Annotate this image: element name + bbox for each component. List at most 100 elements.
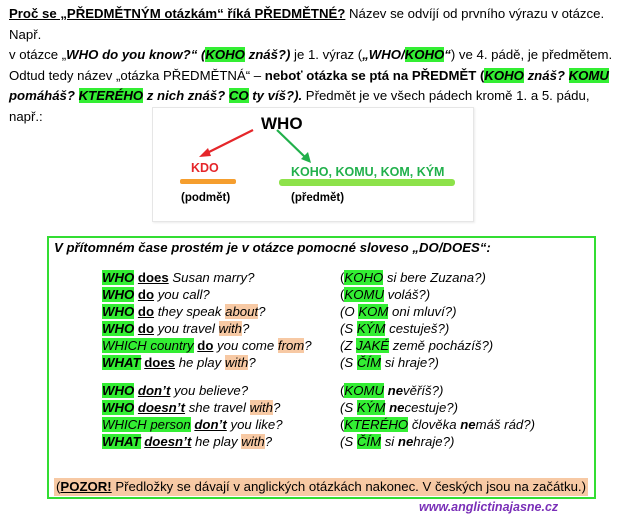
sentence-segment: ČÍM <box>356 355 382 370</box>
intro-text: „WHO/ <box>362 47 405 62</box>
intro-text: neboť otázka se ptá na PŘEDMĚT ( <box>264 67 485 83</box>
sentence-segment: KOMU <box>344 287 384 302</box>
sentence-segment: JAKÉ <box>356 338 390 353</box>
sentence-segment: věříš?) <box>403 383 444 398</box>
sentence-segment: ( <box>340 287 345 302</box>
sentence-segment: does <box>137 270 169 285</box>
en-sentence: WHO do you travel with? <box>102 320 249 338</box>
underline-lime <box>279 179 455 186</box>
sentence-segment: with <box>218 321 242 336</box>
sentence-segment: člověka <box>408 417 461 432</box>
sentence-segment: with <box>224 355 249 370</box>
sentence-segment: you travel <box>154 321 219 336</box>
sentence-segment: ? <box>248 355 256 370</box>
intro-paragraph: Proč se „PŘEDMĚTNÝM otázkám“ říká PŘEDMĚ… <box>9 4 625 127</box>
intro-highlight: KOHO <box>205 47 245 62</box>
cz-sentence: (S ČÍM si hraje?) <box>340 354 439 372</box>
sentence-segment: ? <box>264 434 273 449</box>
sentence-segment: you call? <box>154 287 210 302</box>
note: (POZOR! Předložky se dávají v anglických… <box>54 478 588 496</box>
sentence-segment: ? <box>273 400 281 415</box>
sentence-segment: ? <box>304 338 312 353</box>
diagram-predmet: (předmět) <box>291 192 345 204</box>
intro-question: Proč se „PŘEDMĚTNÝM otázkám“ říká PŘEDMĚ… <box>9 6 346 21</box>
intro-text: do you know?“ ( <box>98 47 206 62</box>
cz-sentence: (KOMU nevěříš?) <box>340 382 443 400</box>
en-sentence: WHICH person don’t you like? <box>102 416 283 434</box>
sentence-segment: si <box>381 434 398 449</box>
note-text: Předložky se dávají v anglických otázkác… <box>111 479 586 494</box>
intro-who: WHO <box>66 47 99 62</box>
underline-orange <box>180 179 236 184</box>
sentence-segment: doesn’t <box>144 434 192 449</box>
sentence-segment: (Z <box>340 338 357 353</box>
cz-sentence: (S KÝM cestuješ?) <box>340 320 449 338</box>
sentence-segment: he play <box>191 434 242 449</box>
cz-sentence: (S ČÍM si nehraje?) <box>340 433 454 451</box>
sentence-segment: (S <box>340 355 357 370</box>
diagram-who: WHO <box>261 114 303 133</box>
sentence-segment: oni mluví?) <box>388 304 457 319</box>
sentence-segment: WHICH country <box>102 338 194 353</box>
en-sentence: WHO does Susan marry? <box>102 269 254 287</box>
sentence-segment: WHO <box>102 270 135 285</box>
sentence-segment: ? <box>242 321 250 336</box>
en-sentence: WHAT doesn’t he play with? <box>102 433 272 451</box>
sentence-segment: KÝM <box>356 400 386 415</box>
intro-text: z nich znáš? <box>143 88 229 103</box>
intro-text: ty víš?). <box>248 88 303 103</box>
arrow-head-red <box>199 148 211 157</box>
intro-text: Předmět je ve všech pádech kromě 1. a 5.… <box>9 88 590 124</box>
sentence-segment: do <box>137 287 155 302</box>
en-sentence: WHO do you call? <box>102 286 210 304</box>
intro-text: pomáháš? <box>9 88 79 103</box>
sentence-segment: WHO <box>102 400 135 415</box>
sentence-segment: WHO <box>102 287 135 302</box>
intro-highlight: CO <box>228 88 249 103</box>
examples-box: V přítomném čase prostém je v otázce pom… <box>47 236 596 499</box>
intro-text: Odtud tedy název „otázka PŘEDMĚTNÁ“ – <box>9 67 265 83</box>
sentence-segment: WHICH person <box>102 417 191 432</box>
arrow-to-predmet <box>276 129 307 159</box>
intro-text: znáš?) <box>244 47 291 62</box>
sentence-segment: ? <box>258 304 266 319</box>
diagram-object-words: KOHO, KOMU, KOM, KÝM <box>291 165 445 179</box>
sentence-segment: hraje?) <box>413 434 455 449</box>
sentence-segment: WHAT <box>102 355 141 370</box>
cz-sentence: (KOHO si bere Zuzana?) <box>340 269 486 287</box>
sentence-segment: from <box>277 338 305 353</box>
sentence-segment: she travel <box>185 400 250 415</box>
sentence-segment: Susan marry? <box>168 270 255 285</box>
intro-highlight: KTERÉHO <box>78 88 144 103</box>
sentence-segment: don’t <box>194 417 227 432</box>
intro-text: znáš? <box>523 67 569 83</box>
intro-text: je 1. výraz ( <box>290 47 363 62</box>
arrow-to-kdo <box>204 129 254 155</box>
sentence-segment: KOMU <box>344 383 384 398</box>
sentence-segment: you like? <box>226 417 283 432</box>
cz-sentence: (KTERÉHO člověka nemáš rád?) <box>340 416 535 434</box>
en-sentence: WHO doesn’t she travel with? <box>102 399 280 417</box>
sentence-segment: ( <box>340 417 345 432</box>
sentence-segment: he play <box>175 355 225 370</box>
sentence-segment: do <box>137 321 155 336</box>
sentence-segment: (S <box>340 321 357 336</box>
note-pozor: POZOR! <box>60 479 112 494</box>
sentence-segment: (S <box>340 434 357 449</box>
sentence-segment: don’t <box>137 383 171 398</box>
diagram-kdo: KDO <box>191 161 219 175</box>
sentence-segment: ne <box>460 417 476 432</box>
diagram-arrows <box>180 129 455 186</box>
arrow-head-green <box>301 152 311 163</box>
website-link[interactable]: www.anglictinajasne.cz <box>419 500 559 514</box>
sentence-segment: voláš?) <box>383 287 431 302</box>
sentence-segment: KTERÉHO <box>344 417 409 432</box>
sentence-segment: ( <box>340 270 345 285</box>
intro-text: v otázce „ <box>9 47 67 62</box>
sentence-segment: with <box>249 400 274 415</box>
sentence-segment: about <box>225 304 259 319</box>
sentence-segment: you believe? <box>170 383 249 398</box>
sentence-segment: ČÍM <box>356 434 382 449</box>
sentence-segment: KÝM <box>356 321 386 336</box>
en-sentence: WHAT does he play with? <box>102 354 256 372</box>
